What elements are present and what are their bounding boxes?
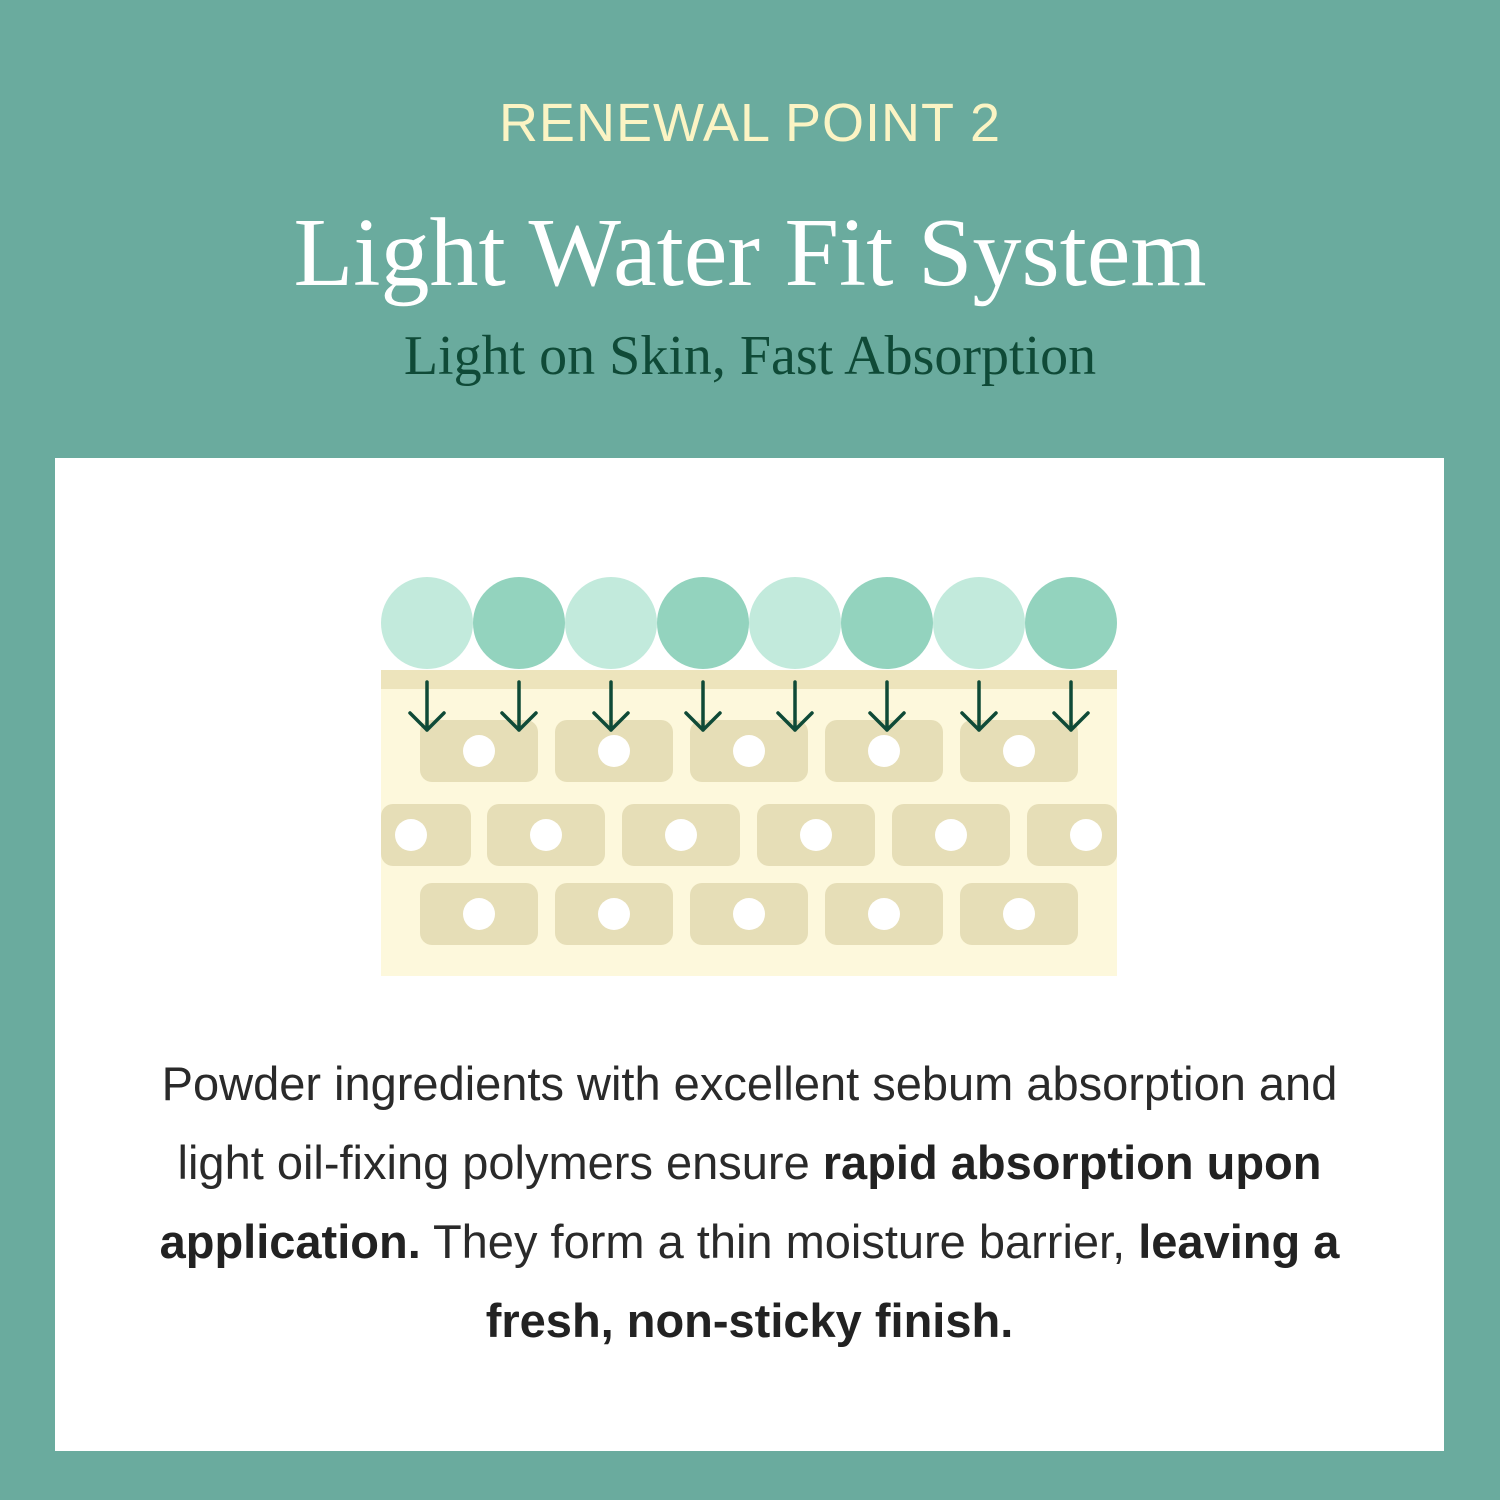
description-bold-1: rapid absorption upon application. [159,1136,1322,1268]
arrow-row [408,680,1090,732]
cell-nucleus [800,819,832,851]
cell-nucleus [598,898,630,930]
cell-row-3 [420,883,1078,945]
description-bold-2: leaving a fresh, non-sticky finish. [485,1215,1340,1347]
page-subtitle: Light on Skin, Fast Absorption [403,325,1097,387]
cell-nucleus [733,735,765,767]
arrow-down-icon [408,680,446,732]
skin-top-band [381,670,1117,689]
cell-nucleus [935,819,967,851]
cell-row-1 [420,720,1078,782]
arrow-down-icon [592,680,630,732]
arrow-down-icon [960,680,998,732]
cell-nucleus [530,819,562,851]
cell-nucleus [1003,898,1035,930]
cell-nucleus [733,898,765,930]
droplet-icon [657,577,749,669]
cell-nucleus [868,735,900,767]
droplet-icon [473,577,565,669]
droplet-icon [565,577,657,669]
description-part-1: Powder ingredients with excellent sebum … [161,1057,1338,1189]
arrow-down-icon [868,680,906,732]
description-text: Powder ingredients with excellent sebum … [115,1044,1384,1360]
arrow-down-icon [500,680,538,732]
eyebrow-label: RENEWAL POINT 2 [498,93,1002,153]
cell-nucleus [395,819,427,851]
arrow-down-icon [684,680,722,732]
content-card: Powder ingredients with excellent sebum … [55,458,1444,1451]
page-title: Light Water Fit System [293,199,1207,307]
droplet-icon [1025,577,1117,669]
description-part-2: They form a thin moisture barrier, [420,1215,1139,1268]
cell-row-2 [381,804,1117,866]
droplet-icon [841,577,933,669]
cell-nucleus [1003,735,1035,767]
cell-nucleus [868,898,900,930]
droplet-row [381,577,1117,669]
arrow-down-icon [776,680,814,732]
droplet-icon [933,577,1025,669]
cell-nucleus [598,735,630,767]
cell-nucleus [463,735,495,767]
cell-nucleus [665,819,697,851]
cell-nucleus [1070,819,1102,851]
arrow-down-icon [1052,680,1090,732]
skin-absorption-illustration [381,577,1117,976]
cell-nucleus [463,898,495,930]
droplet-icon [749,577,841,669]
droplet-icon [381,577,473,669]
